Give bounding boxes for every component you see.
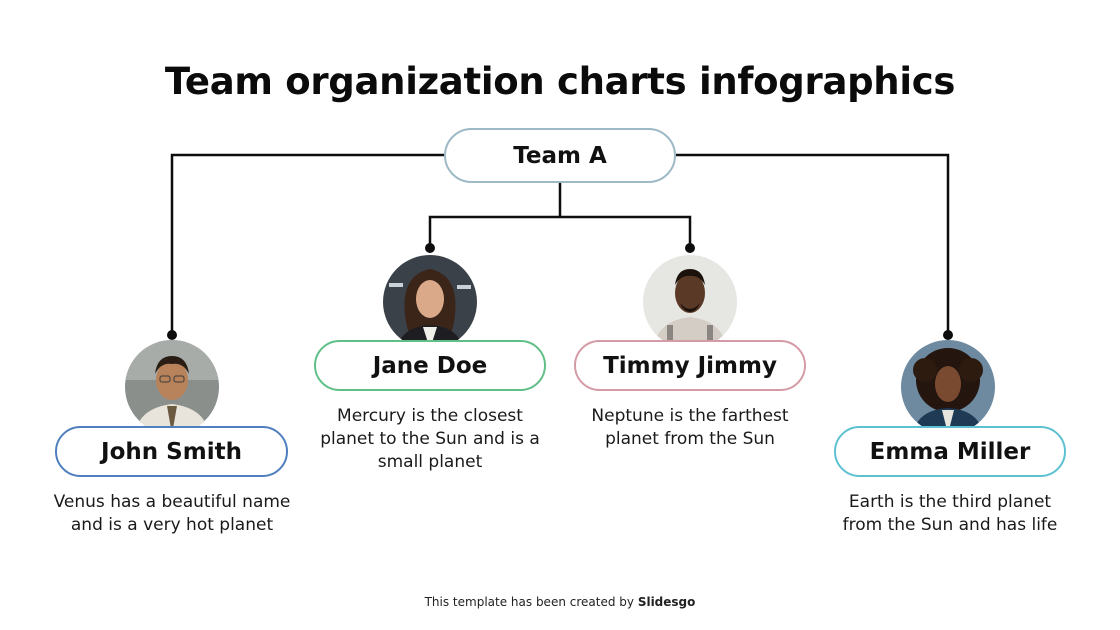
avatar-john-smith [125, 340, 219, 434]
woman-with-dark-hair-avatar-icon [383, 255, 477, 349]
connector-dot-icon [425, 243, 435, 253]
member-name: Emma Miller [869, 438, 1031, 465]
man-with-glasses-avatar-icon [125, 340, 219, 434]
member-description: Mercury is the closest planet to the Sun… [320, 406, 540, 472]
footer-prefix: This template has been created by [424, 595, 638, 609]
member-name: John Smith [101, 438, 242, 465]
footer-credit: This template has been created by Slides… [0, 595, 1120, 609]
member-node-timmy-jimmy[interactable]: Timmy Jimmy [574, 340, 806, 391]
member-description: Venus has a beautiful name and is a very… [53, 492, 291, 535]
avatar-emma-miller [901, 340, 995, 434]
man-with-beard-avatar-icon [643, 255, 737, 349]
member-node-emma-miller[interactable]: Emma Miller [834, 426, 1066, 477]
member-name: Timmy Jimmy [603, 352, 777, 379]
connector-dot-icon [685, 243, 695, 253]
page-title: Team organization charts infographics [164, 60, 956, 103]
connector-emma [676, 153, 950, 335]
woman-with-curly-hair-avatar-icon [901, 340, 995, 434]
member-description: Neptune is the farthest planet from the … [591, 406, 789, 449]
connector-john [170, 153, 444, 335]
avatar-timmy-jimmy [643, 255, 737, 349]
root-node-team-a[interactable]: Team A [444, 128, 676, 183]
member-name: Jane Doe [372, 352, 488, 379]
connector-middle [428, 215, 692, 248]
root-node-label: Team A [513, 142, 607, 169]
avatar-jane-doe [383, 255, 477, 349]
footer-brand-link[interactable]: Slidesgo [637, 595, 696, 609]
member-node-john-smith[interactable]: John Smith [55, 426, 288, 477]
member-description: Earth is the third planet from the Sun a… [842, 492, 1058, 535]
member-node-jane-doe[interactable]: Jane Doe [314, 340, 546, 391]
connector-dot-icon [943, 330, 953, 340]
connector-dot-icon [167, 330, 177, 340]
